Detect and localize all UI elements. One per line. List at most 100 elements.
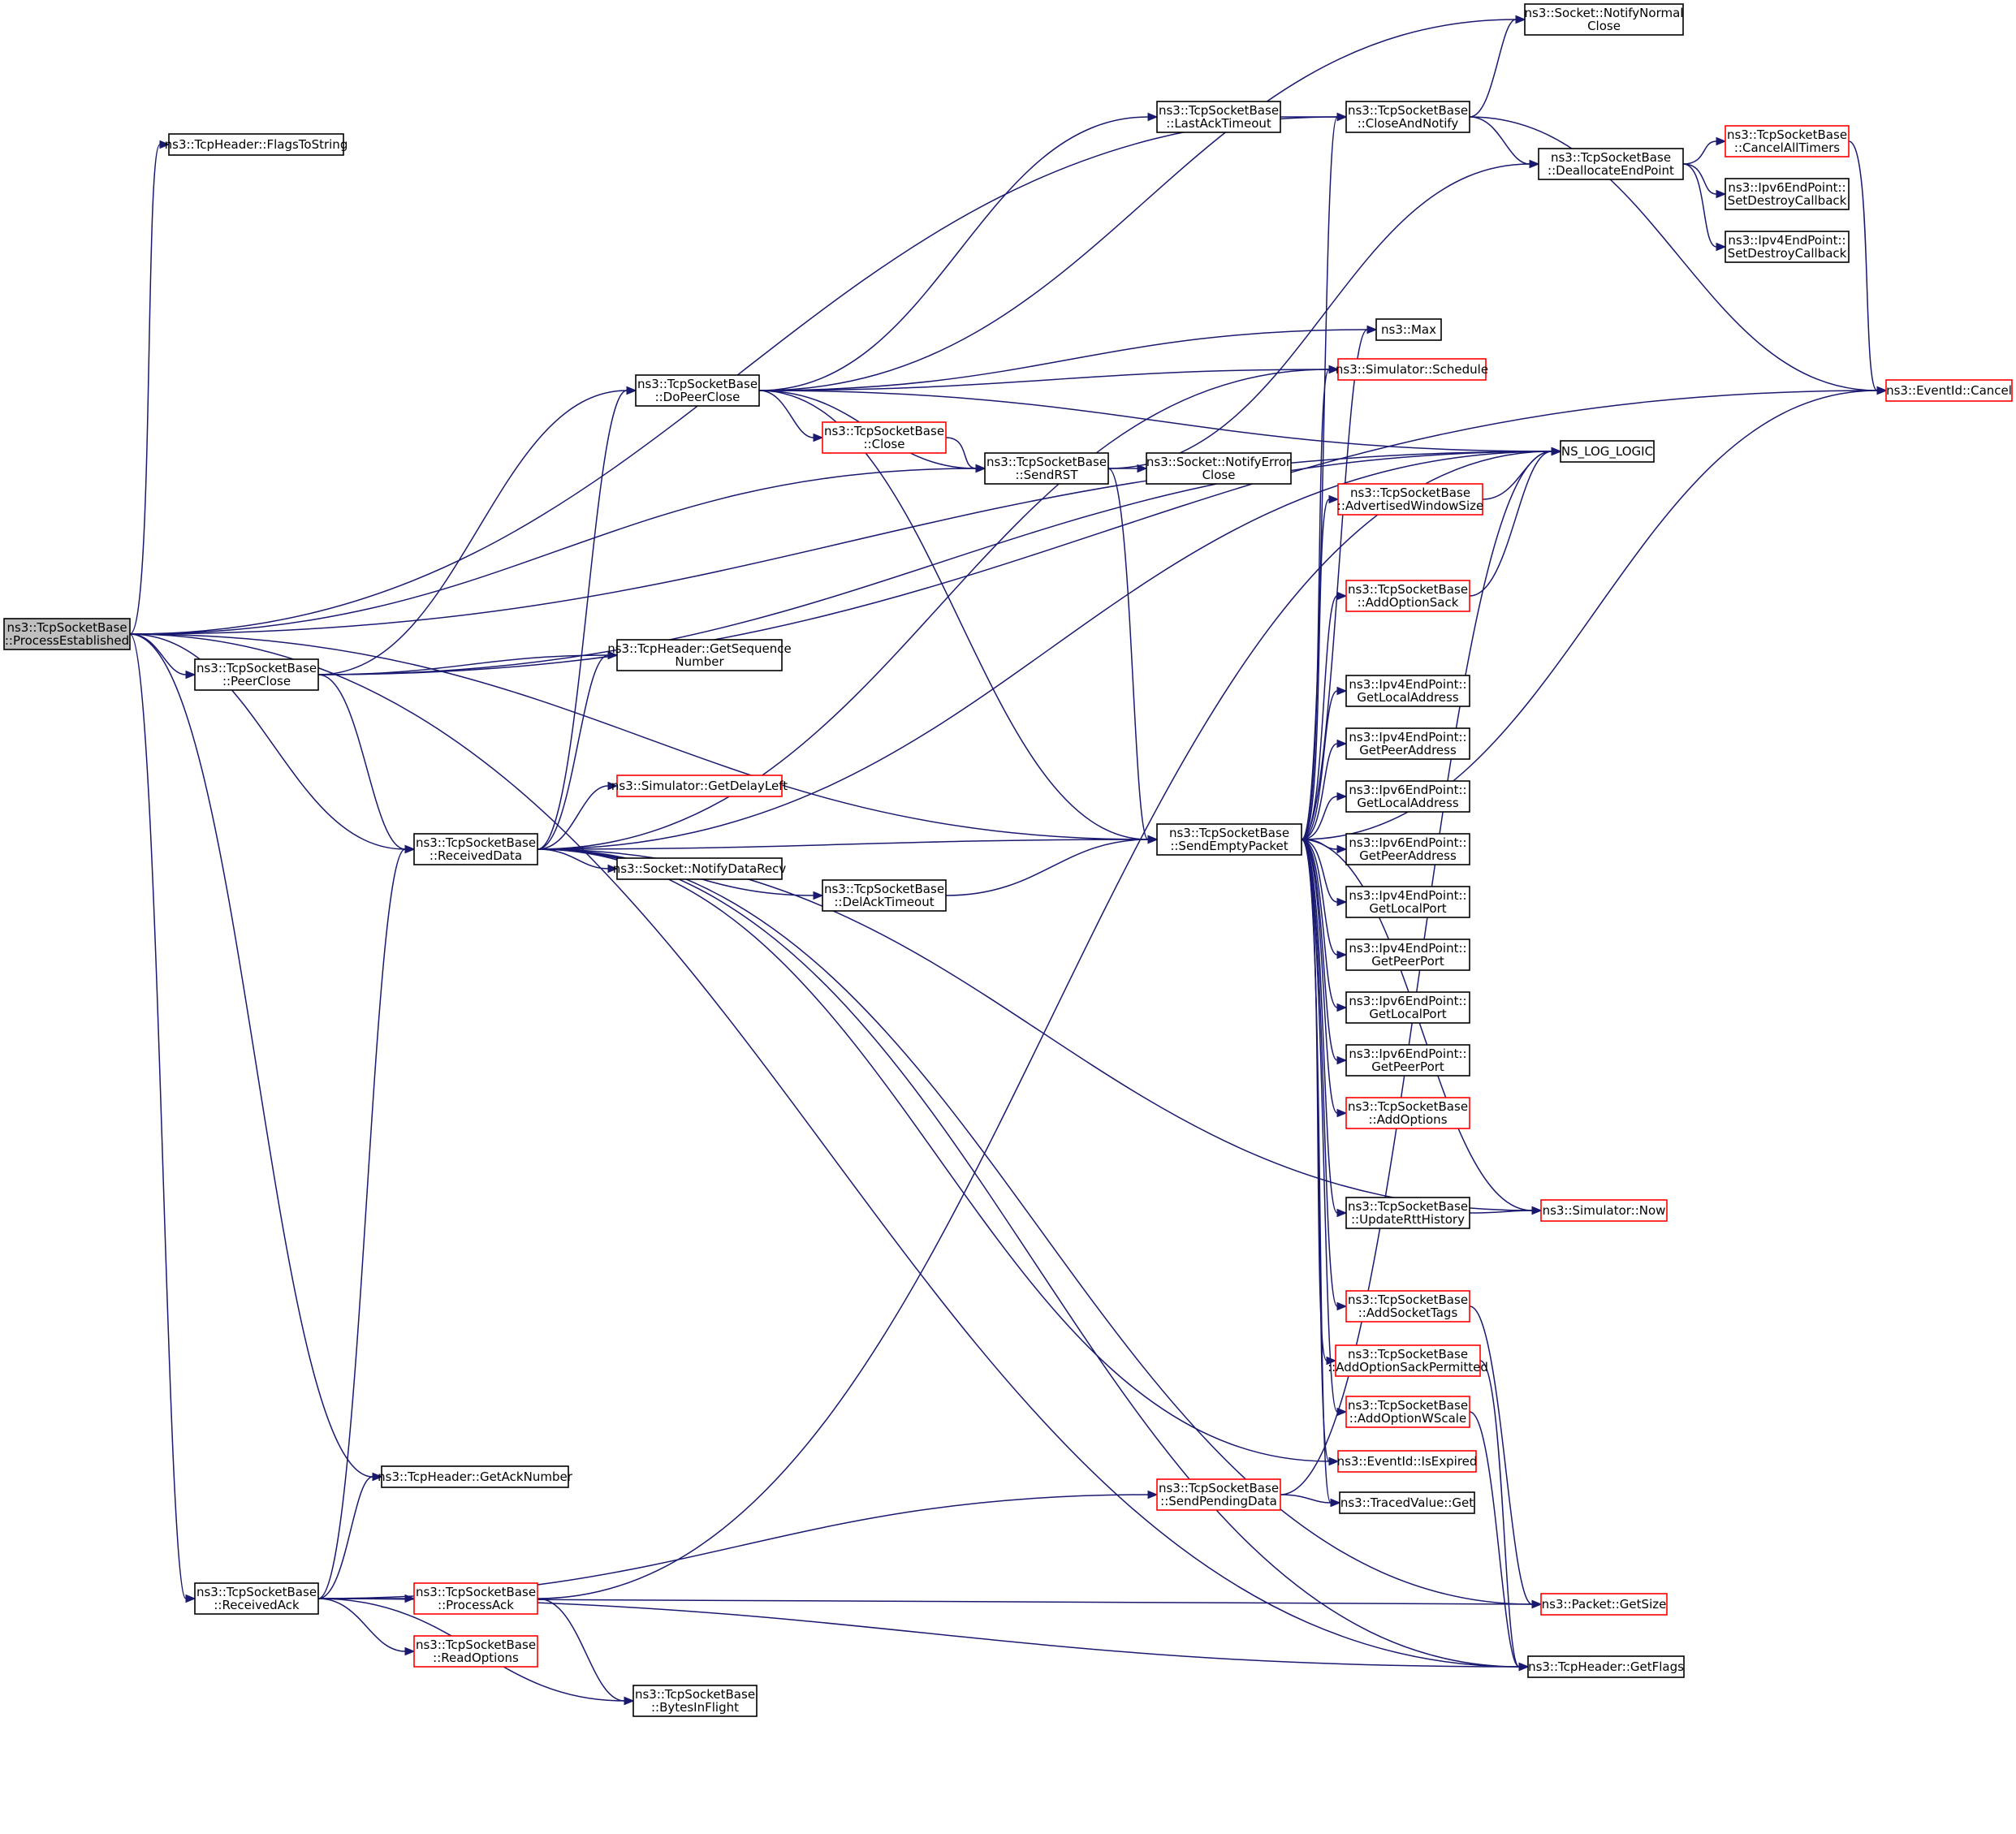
node-box[interactable] [1345,675,1470,707]
node-box[interactable] [1345,991,1470,1024]
node-ra[interactable]: ns3::TcpSocketBase::ReceivedAck [194,1582,319,1615]
node-box[interactable] [1725,231,1850,263]
node-box[interactable] [1156,1478,1281,1511]
node-box[interactable] [1345,101,1470,133]
node-i6la[interactable]: ns3::Ipv6EndPoint::GetLocalAddress [1345,780,1470,813]
node-i4pp[interactable]: ns3::Ipv4EndPoint::GetPeerPort [1345,939,1470,971]
node-ast[interactable]: ns3::TcpSocketBase::AddSocketTags [1345,1290,1470,1323]
node-bif[interactable]: ns3::TcpSocketBase::BytesInFlight [632,1685,758,1717]
node-box[interactable] [1540,1199,1668,1222]
node-rd[interactable]: ns3::TcpSocketBase::ReceivedData [413,833,538,865]
node-box[interactable] [1345,1396,1470,1428]
node-box[interactable] [413,1582,538,1615]
node-box[interactable] [168,133,344,156]
node-dpc[interactable]: ns3::TcpSocketBase::DoPeerClose [635,374,760,407]
node-ro[interactable]: ns3::TcpSocketBase::ReadOptions [413,1635,538,1668]
node-i6lp[interactable]: ns3::Ipv6EndPoint::GetLocalPort [1345,991,1470,1024]
node-box[interactable] [1560,440,1655,463]
node-gdl[interactable]: ns3::Simulator::GetDelayLeft [611,775,788,797]
node-box[interactable] [1524,3,1684,36]
node-iex[interactable]: ns3::EventId::IsExpired [1337,1450,1478,1473]
node-pa[interactable]: ns3::TcpSocketBase::ProcessAck [413,1582,538,1615]
node-box[interactable] [1337,483,1483,516]
node-box[interactable] [1538,148,1684,180]
node-box[interactable] [635,374,760,407]
node-i4pa[interactable]: ns3::Ipv4EndPoint::GetPeerAddress [1345,727,1470,760]
node-box[interactable] [1345,1290,1470,1323]
node-box[interactable] [616,639,783,671]
node-i6pa[interactable]: ns3::Ipv6EndPoint::GetPeerAddress [1345,833,1470,865]
node-gsz[interactable]: ns3::Packet::GetSize [1540,1593,1668,1616]
node-box[interactable] [413,833,538,865]
node-nll[interactable]: NS_LOG_LOGIC [1560,440,1655,463]
node-box[interactable] [194,658,319,691]
node-box[interactable] [616,857,783,880]
node-ao[interactable]: ns3::TcpSocketBase::AddOptions [1345,1097,1470,1129]
node-i4lp[interactable]: ns3::Ipv4EndPoint::GetLocalPort [1345,886,1470,918]
node-box[interactable] [381,1465,569,1488]
node-box[interactable] [1335,1344,1481,1377]
node-i4sdc[interactable]: ns3::Ipv4EndPoint::SetDestroyCallback [1725,231,1850,263]
node-aws[interactable]: ns3::TcpSocketBase::AdvertisedWindowSize [1337,483,1483,516]
node-box[interactable] [984,452,1109,485]
node-box[interactable] [1337,1450,1477,1473]
node-max[interactable]: ns3::Max [1375,318,1442,341]
node-srst[interactable]: ns3::TcpSocketBase::SendRST [984,452,1109,485]
node-box[interactable] [1337,358,1487,381]
node-pc[interactable]: ns3::TcpSocketBase::PeerClose [194,658,319,691]
node-box[interactable] [413,1635,538,1668]
node-box[interactable] [1885,379,2013,402]
node-i6pp[interactable]: ns3::Ipv6EndPoint::GetPeerPort [1345,1044,1470,1077]
node-box[interactable] [1146,452,1292,485]
node-aosp[interactable]: ns3::TcpSocketBase::AddOptionSackPermitt… [1327,1344,1488,1377]
node-box[interactable] [1345,939,1470,971]
node-box[interactable] [1339,1491,1475,1514]
node-box[interactable] [1345,886,1470,918]
node-box[interactable] [822,421,947,454]
node-box[interactable] [1527,1655,1685,1678]
node-aos[interactable]: ns3::TcpSocketBase::AddOptionSack [1345,580,1470,612]
node-box[interactable] [1345,833,1470,865]
node-box[interactable] [822,879,947,912]
node-can[interactable]: ns3::TcpSocketBase::CloseAndNotify [1345,101,1470,133]
node-box[interactable] [1345,1197,1470,1229]
node-box[interactable] [1345,1097,1470,1129]
node-i6sdc[interactable]: ns3::Ipv6EndPoint::SetDestroyCallback [1725,178,1850,210]
node-box[interactable] [1375,318,1442,341]
node-fts[interactable]: ns3::TcpHeader::FlagsToString [165,133,348,156]
node-ecan[interactable]: ns3::EventId::Cancel [1885,379,2013,402]
node-box[interactable] [1156,101,1281,133]
node-box[interactable] [632,1685,758,1717]
node-dep[interactable]: ns3::TcpSocketBase::DeallocateEndPoint [1538,148,1684,180]
node-gfl[interactable]: ns3::TcpHeader::GetFlags [1527,1655,1685,1678]
node-box[interactable] [1345,580,1470,612]
node-box[interactable] [1345,1044,1470,1077]
node-ndr[interactable]: ns3::Socket::NotifyDataRecv [613,857,787,880]
node-tvg[interactable]: ns3::TracedValue::Get [1339,1491,1475,1514]
node-aow[interactable]: ns3::TcpSocketBase::AddOptionWScale [1345,1396,1470,1428]
node-cl[interactable]: ns3::TcpSocketBase::Close [822,421,947,454]
node-lat[interactable]: ns3::TcpSocketBase::LastAckTimeout [1156,101,1281,133]
node-box[interactable] [616,775,783,797]
node-box[interactable] [1725,125,1850,158]
node-box[interactable] [3,618,131,650]
node-cat[interactable]: ns3::TcpSocketBase::CancelAllTimers [1725,125,1850,158]
node-gan[interactable]: ns3::TcpHeader::GetAckNumber [378,1465,573,1488]
node-now[interactable]: ns3::Simulator::Now [1540,1199,1668,1222]
node-dat[interactable]: ns3::TcpSocketBase::DelAckTimeout [822,879,947,912]
node-box[interactable] [1345,780,1470,813]
node-box[interactable] [1345,727,1470,760]
node-box[interactable] [1540,1593,1668,1616]
node-pe[interactable]: ns3::TcpSocketBase::ProcessEstablished [3,618,131,650]
node-spd[interactable]: ns3::TcpSocketBase::SendPendingData [1156,1478,1281,1511]
node-box[interactable] [194,1582,319,1615]
node-sep[interactable]: ns3::TcpSocketBase::SendEmptyPacket [1156,823,1302,856]
node-box[interactable] [1725,178,1850,210]
node-box[interactable] [1156,823,1302,856]
node-sch[interactable]: ns3::Simulator::Schedule [1336,358,1488,381]
node-i4la[interactable]: ns3::Ipv4EndPoint::GetLocalAddress [1345,675,1470,707]
node-urh[interactable]: ns3::TcpSocketBase::UpdateRttHistory [1345,1197,1470,1229]
